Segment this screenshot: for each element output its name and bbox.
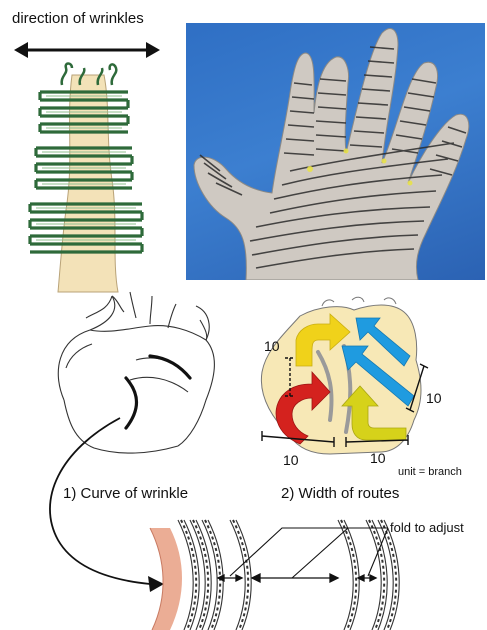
fold-to-adjust-label: fold to adjust	[390, 520, 464, 535]
strip-edge	[150, 528, 182, 630]
